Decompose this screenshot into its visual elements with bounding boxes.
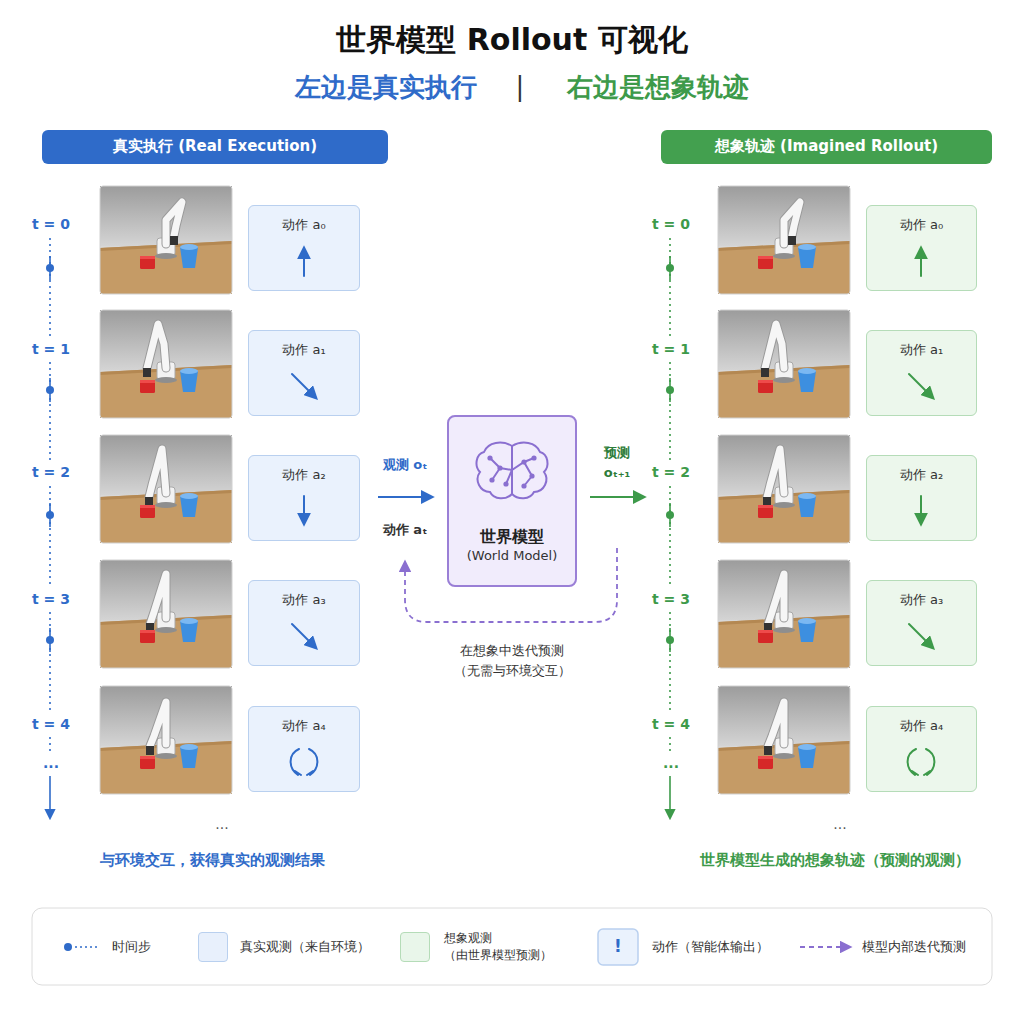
action-icons-imagined — [908, 248, 935, 775]
time-label: t = 4 — [652, 716, 690, 734]
ellipsis: ... — [215, 816, 228, 834]
action-box: 动作 a₀ — [866, 205, 977, 291]
node-subtitle: (World Model) — [467, 548, 558, 565]
header-band: 想象轨迹 (Imagined Rollout) — [661, 130, 992, 164]
legend-text: 想象观测 （由世界模型预测） — [444, 930, 562, 964]
action-box: 动作 a₀ — [248, 205, 360, 291]
subtitle: 右边是想象轨迹 — [567, 71, 749, 104]
action-box: 动作 a₁ — [248, 330, 360, 416]
world-model-box: 世界模型(World Model) — [447, 415, 577, 587]
flow-label: 动作 aₜ — [383, 522, 427, 538]
node-title: 动作 a₀ — [282, 217, 325, 234]
legend-action-mark: ! — [614, 936, 622, 957]
diagram-title: 世界模型 Rollout 可视化 — [336, 21, 687, 59]
time-label: t = 2 — [32, 464, 70, 482]
legend-text: 动作（智能体输出） — [652, 939, 769, 955]
action-box: 动作 a₃ — [248, 580, 360, 666]
brain-nodes — [487, 455, 536, 488]
time-label: t = 1 — [32, 341, 70, 359]
node-title: 动作 a₃ — [282, 592, 325, 609]
action-box: 动作 a₁ — [866, 330, 977, 416]
caption-label: 与环境交互，获得真实的观测结果 — [100, 851, 325, 870]
node-title: 动作 a₁ — [282, 342, 325, 359]
node-title: 动作 a₃ — [900, 592, 943, 609]
legend-swatch — [198, 932, 228, 962]
node-title: 动作 a₁ — [900, 342, 943, 359]
node-title: 动作 a₂ — [900, 467, 943, 484]
flow-label: 预测 oₜ₊₁ — [594, 443, 640, 482]
time-label: t = 3 — [32, 591, 70, 609]
legend-panel — [32, 908, 992, 985]
legend-loop-sample — [800, 946, 850, 948]
action-box: 动作 a₄ — [866, 706, 977, 792]
node-title: 动作 a₀ — [900, 217, 943, 234]
flow-label: 观测 oₜ — [383, 457, 428, 473]
time-label: t = 1 — [652, 341, 690, 359]
legend-timestep-line — [75, 946, 100, 948]
separator: | — [516, 70, 525, 103]
action-box: 动作 a₄ — [248, 706, 360, 792]
world-model-fill — [447, 415, 577, 587]
output-arrow — [590, 496, 644, 498]
robot-frames-imagined — [718, 186, 850, 794]
ellipsis: ... — [663, 755, 679, 773]
node-title: 世界模型 — [480, 527, 544, 548]
time-label: t = 3 — [652, 591, 690, 609]
robot-frames-real — [100, 186, 232, 794]
action-box: 动作 a₂ — [866, 455, 977, 541]
node-title: 真实执行 (Real Execution) — [113, 137, 317, 157]
caption-label: 世界模型生成的想象轨迹（预测的观测） — [700, 851, 970, 870]
time-label: t = 4 — [32, 716, 70, 734]
action-box: 动作 a₂ — [248, 455, 360, 541]
legend-swatch — [400, 932, 430, 962]
legend-text: 真实观测（来自环境） — [240, 939, 370, 955]
node-title: 动作 a₄ — [900, 718, 943, 735]
iteration-loop — [405, 548, 617, 622]
time-label: t = 2 — [652, 464, 690, 482]
input-arrow — [378, 496, 432, 498]
subtitle: 左边是真实执行 — [295, 71, 477, 104]
timeline-dots-left — [46, 264, 54, 644]
legend-action-sample — [598, 929, 638, 965]
time-label: t = 0 — [652, 216, 690, 234]
brain-icon — [477, 443, 548, 499]
action-box: 动作 a₃ — [866, 580, 977, 666]
action-box-fills-imagined — [866, 205, 977, 792]
ellipsis: ... — [833, 816, 846, 834]
legend-text: 时间步 — [112, 939, 151, 955]
loop-label: 在想象中迭代预测 （无需与环境交互） — [437, 641, 587, 680]
ellipsis: ... — [43, 755, 59, 773]
action-icons-real — [291, 248, 318, 775]
action-box-fills-real — [248, 205, 360, 792]
node-title: 动作 a₂ — [282, 467, 325, 484]
legend-timestep-dot — [64, 943, 72, 951]
time-label: t = 0 — [32, 216, 70, 234]
node-title: 想象轨迹 (Imagined Rollout) — [715, 137, 938, 157]
node-title: 动作 a₄ — [282, 718, 325, 735]
legend-text: 模型内部迭代预测 — [862, 939, 966, 955]
timeline-dots-right — [666, 264, 674, 644]
header-band: 真实执行 (Real Execution) — [42, 130, 388, 164]
